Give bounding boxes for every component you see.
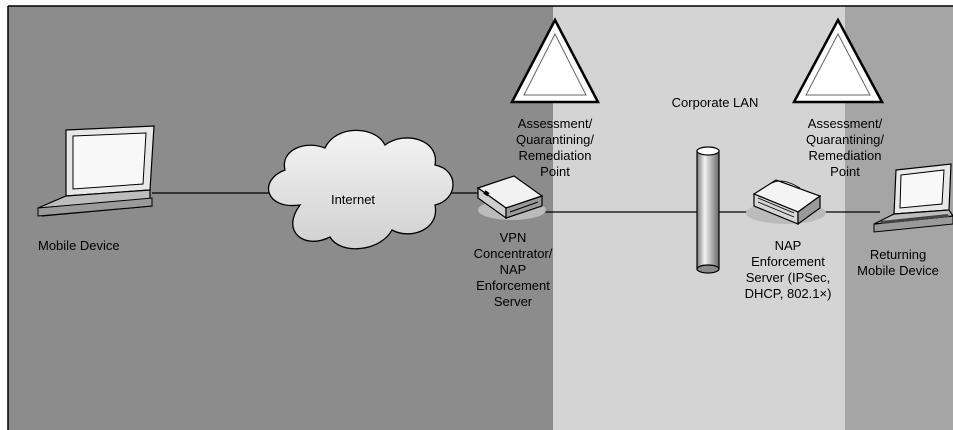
mobile-device-label: Mobile Device (38, 238, 120, 253)
cloud-icon (267, 129, 454, 250)
laptop-icon (873, 163, 953, 233)
laptop-icon (37, 125, 155, 217)
warning-triangle-icon (791, 17, 885, 104)
outer-zone (8, 6, 553, 430)
assessment-point-label: Assessment/ Quarantining/ Remediation Po… (515, 116, 595, 179)
corporate-lan-label: Corporate LAN (671, 95, 759, 110)
vpn-concentrator-icon (476, 175, 546, 220)
router-icon (746, 179, 826, 226)
backbone-cylinder-icon (696, 146, 720, 274)
internet-label: Internet (330, 192, 376, 207)
nap-enforcement-server-label: NAP Enforcement Server (IPSec, DHCP, 802… (744, 238, 832, 301)
returning-mobile-device-label: Returning Mobile Device (857, 247, 939, 278)
vpn-concentrator-label: VPN Concentrator/ NAP Enforcement Server (473, 230, 553, 309)
assessment-point-label: Assessment/ Quarantining/ Remediation Po… (805, 116, 885, 179)
warning-triangle-icon (509, 17, 601, 104)
